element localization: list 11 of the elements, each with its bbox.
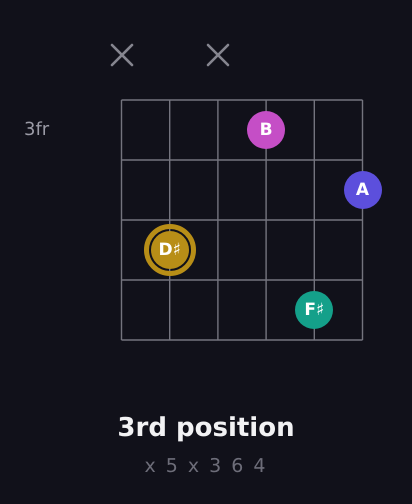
- note-dot: [344, 171, 382, 209]
- note-dot: [247, 111, 286, 149]
- fret-number-label: 3fr: [24, 119, 50, 140]
- note-name: A: [356, 182, 370, 198]
- note-dot: [295, 291, 334, 329]
- fingering-label: x 5 x 3 6 4: [144, 455, 268, 477]
- note-name: D♯: [158, 242, 181, 258]
- chord-title: 3rd position: [117, 413, 295, 443]
- root-note-dot: [144, 224, 196, 276]
- note-name: B: [260, 122, 273, 138]
- note-name: F♯: [304, 302, 324, 318]
